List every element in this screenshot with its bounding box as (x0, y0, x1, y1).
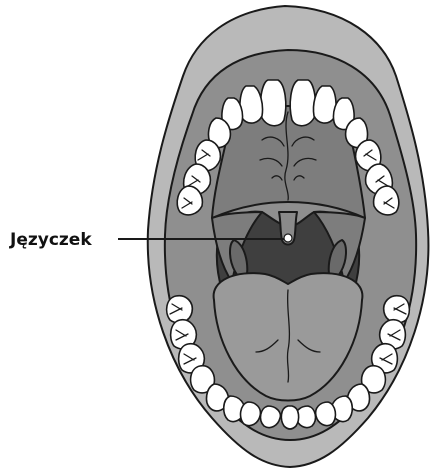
tooth (316, 402, 336, 426)
uvula-label: Języczek (9, 230, 92, 250)
tooth (261, 406, 281, 428)
tooth (177, 186, 202, 215)
tooth (290, 80, 315, 126)
uvula-tip (284, 234, 292, 242)
tooth (374, 186, 399, 215)
tooth (241, 402, 261, 426)
tooth (260, 80, 285, 126)
tooth (281, 406, 298, 429)
